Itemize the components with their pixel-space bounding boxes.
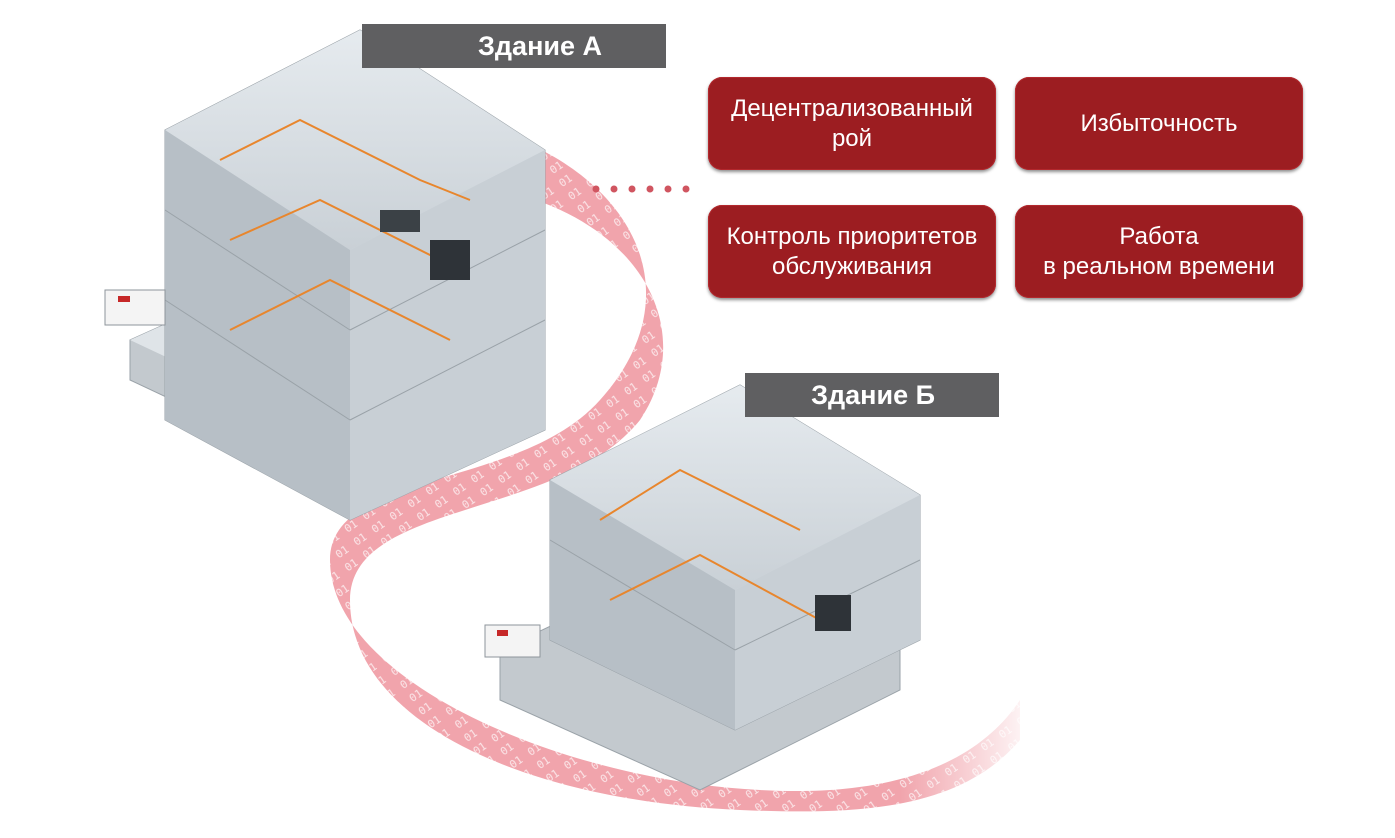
feature-line: Децентрализованный: [731, 94, 973, 122]
feature-line: Контроль приоритетов: [726, 222, 978, 250]
feature-redundancy: Избыточность: [1015, 77, 1303, 170]
feature-line: обслуживания: [771, 252, 933, 280]
feature-line: в реальном времени: [1043, 252, 1275, 280]
data-ribbon: [330, 140, 1040, 820]
building-a-illustration: [104, 29, 546, 521]
feature-line: рой: [831, 124, 873, 152]
feature-line: Работа: [1119, 222, 1199, 250]
building-b-label: Здание Б: [745, 373, 999, 417]
feature-line: Избыточность: [1080, 109, 1238, 137]
building-a-label: Здание А: [362, 24, 666, 68]
building-b-illustration: [484, 384, 921, 791]
connector-dots: [592, 185, 690, 193]
